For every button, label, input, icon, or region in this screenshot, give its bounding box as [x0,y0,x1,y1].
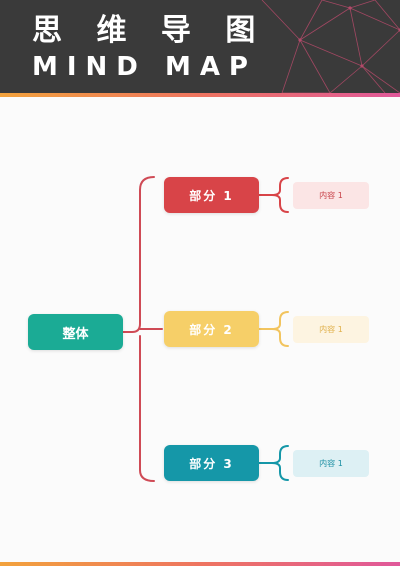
content-node-1: 内容 1 [293,182,369,209]
part-node-3: 部分 3 [164,445,259,481]
part-node-2: 部分 2 [164,311,259,347]
content-node-3: 内容 1 [293,450,369,477]
page-title-chinese: 思 维 导 图 [32,13,268,48]
main-bracket [122,176,155,333]
header-banner: 思 维 导 图 MIND MAP [0,0,400,93]
sub-bracket-2 [271,311,289,347]
page-title-english: MIND MAP [32,52,257,82]
part-node-1: 部分 1 [164,177,259,213]
header-accent-bar [0,93,400,97]
sub-bracket-1 [271,177,289,213]
footer-accent-bar [0,562,400,566]
content-node-2: 内容 1 [293,316,369,343]
root-node: 整体 [28,314,123,350]
geometric-network-decoration [261,0,400,93]
sub-bracket-3 [271,445,289,481]
